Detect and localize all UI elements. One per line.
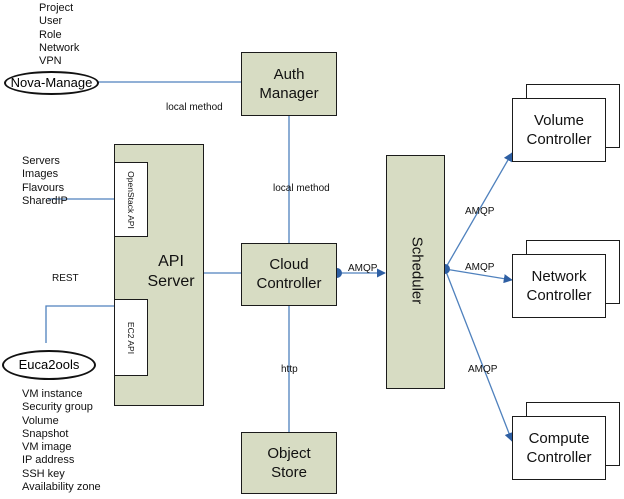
edge-label-cloud-scheduler: AMQP: [348, 263, 378, 274]
list-item: VM instance: [22, 388, 83, 400]
cloud-controller-node: Cloud Controller: [241, 243, 337, 306]
edge-label-nova-auth: local method: [166, 102, 223, 113]
edge-sched-volume: [444, 152, 513, 270]
edge-sched-compute: [444, 268, 514, 442]
openstack-api-tab: OpenStack API: [114, 162, 148, 237]
scheduler-label: Scheduler: [408, 236, 426, 305]
api-server-label: API Server: [147, 253, 195, 290]
network-controller-node: Network Controller: [512, 254, 606, 318]
list-item: SharedIP: [22, 194, 68, 207]
list-item: Flavours: [22, 181, 65, 194]
compute-controller-label: Compute Controller: [526, 430, 592, 466]
list-item: Security group: [22, 401, 93, 414]
scheduler-node: Scheduler: [386, 155, 445, 389]
euca2ools-node: Euca2ools: [2, 350, 96, 380]
volume-controller-node: Volume Controller: [512, 98, 606, 162]
edge-label-sched-compute: AMQP: [468, 364, 498, 375]
object-store-label: Object Store: [267, 445, 311, 481]
nova-manage-node: Nova-Manage: [4, 71, 99, 95]
edge-euca-ec2: [45, 305, 114, 343]
list-item: Availability zone: [22, 481, 101, 494]
volume-controller-label: Volume Controller: [526, 112, 592, 148]
auth-manager-node: Auth Manager: [241, 52, 337, 116]
list-item: Role: [39, 28, 62, 41]
edge-label-auth-cloud: local method: [273, 183, 330, 194]
edge-label-cloud-store: http: [281, 364, 298, 375]
ec2-api-label: EC2 API: [126, 321, 136, 355]
euca2ools-list: VM instance Security group Volume Snapsh…: [22, 388, 101, 494]
object-store-node: Object Store: [241, 432, 337, 494]
euca2ools-label: Euca2ools: [18, 357, 80, 372]
cloud-controller-label: Cloud Controller: [256, 256, 322, 292]
list-item: Volume: [22, 414, 59, 427]
edge-label-rest: REST: [52, 273, 79, 284]
list-item: IP address: [22, 454, 75, 467]
edge-sched-network: [444, 268, 513, 284]
compute-controller-node: Compute Controller: [512, 416, 606, 480]
list-item: Servers: [22, 155, 60, 167]
list-item: Images: [22, 168, 59, 181]
network-controller-label: Network Controller: [526, 268, 592, 304]
nova-manage-list: Project User Role Network VPN: [39, 2, 79, 68]
list-item: User: [39, 15, 63, 28]
edge-label-sched-network: AMQP: [465, 262, 495, 273]
list-item: VM image: [22, 441, 72, 454]
list-item: SSH key: [22, 467, 65, 480]
list-item: Project: [39, 2, 74, 14]
list-item: VPN: [39, 55, 62, 68]
list-item: Snapshot: [22, 427, 69, 440]
nova-manage-label: Nova-Manage: [10, 75, 93, 90]
ec2-api-tab: EC2 API: [114, 299, 148, 376]
list-item: Network: [39, 41, 80, 54]
auth-manager-label: Auth Manager: [259, 66, 319, 102]
openstack-list: Servers Images Flavours SharedIP: [22, 155, 68, 208]
openstack-api-label: OpenStack API: [126, 171, 136, 229]
edge-label-sched-volume: AMQP: [465, 206, 495, 217]
